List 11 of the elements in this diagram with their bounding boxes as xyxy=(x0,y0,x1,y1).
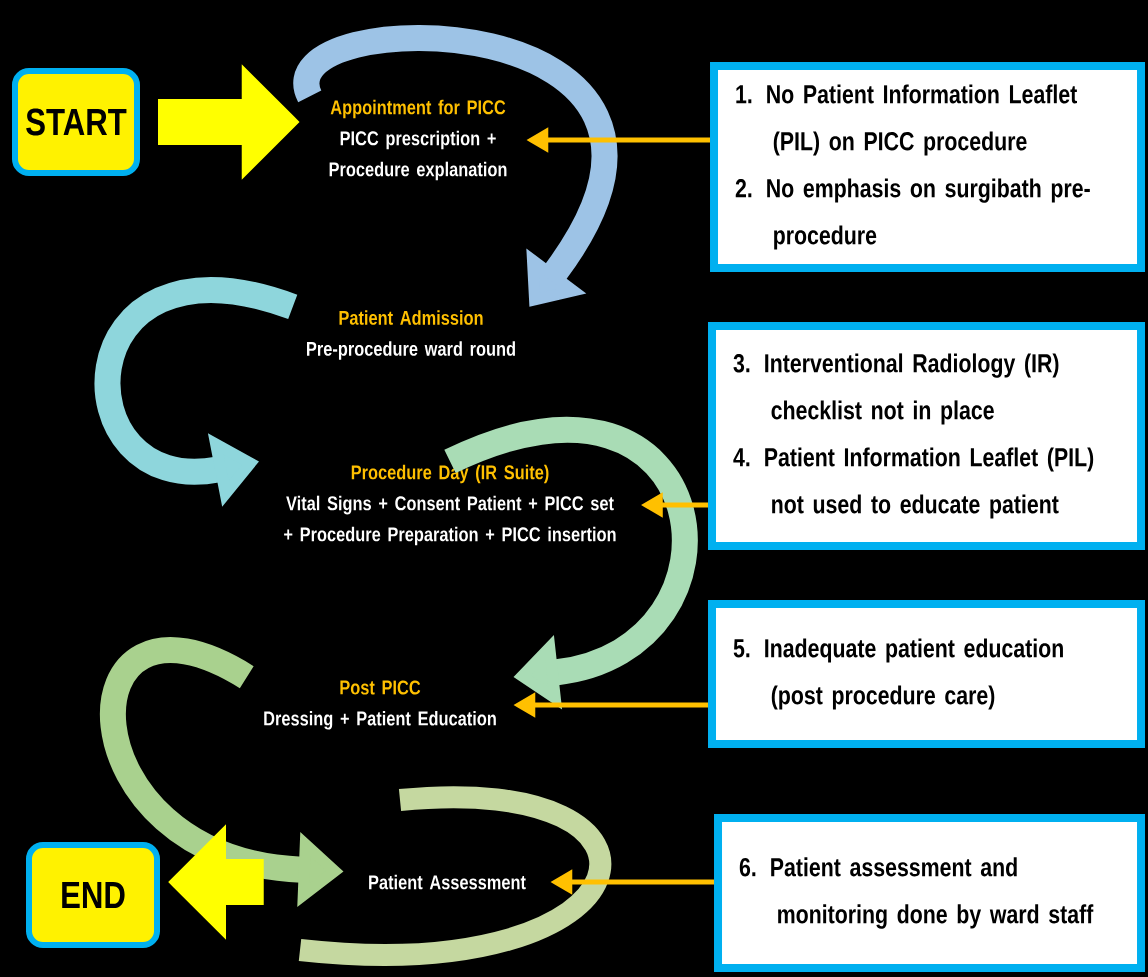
stage-text: Patient Assessment xyxy=(369,874,526,890)
stage-text: Patient Admission Pre-procedure ward round xyxy=(307,310,515,360)
start-box: START xyxy=(12,68,140,176)
curved-arrow xyxy=(445,417,698,710)
issue-box: 6. Patient assessment and monitoring done by ward staff xyxy=(714,814,1145,972)
issue-box: 5. Inadequate patient education (post procedure care) xyxy=(708,600,1145,748)
stage-text: Appointment for PICC PICC prescription + Procedure explanation xyxy=(329,99,507,181)
issue-box: 3. Interventional Radiology (IR) checklist not in place 4. Patient Information Leaflet (PIL) not used to educate patient xyxy=(708,322,1145,550)
end-box: END xyxy=(26,842,160,948)
stage-text: Post PICC Dressing + Patient Education xyxy=(264,680,496,730)
issue-box: 1. No Patient Information Leaflet (PIL) on PICC procedure 2. No emphasis on surgibath pre-procedure xyxy=(710,62,1145,272)
